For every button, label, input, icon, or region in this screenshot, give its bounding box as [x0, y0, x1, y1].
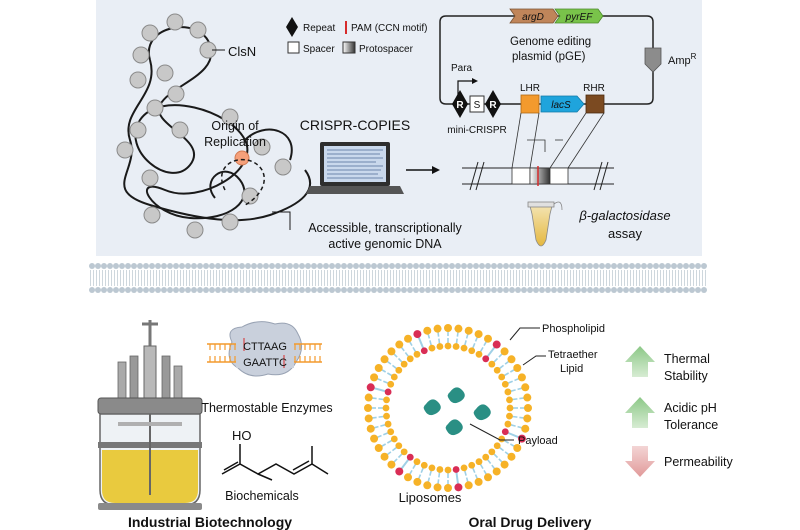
lhr-block	[520, 94, 540, 114]
top-panel-background	[96, 0, 702, 256]
industrial-section-title: Industrial Biotechnology	[128, 514, 292, 530]
drug-section-title: Oral Drug Delivery	[469, 514, 592, 530]
gene-argd-label: argD	[522, 12, 544, 23]
tube-icon	[527, 201, 563, 247]
tool-label: CRISPR-COPIES	[300, 117, 410, 133]
origin-label-line2: Replication	[204, 135, 266, 149]
payload-molecules	[423, 387, 491, 436]
promoter-label: Para	[451, 63, 473, 74]
spacer-box	[469, 95, 485, 113]
assay-label-line2: assay	[608, 226, 642, 241]
mini-crispr: R S R mini-CRISPR	[447, 90, 507, 136]
molecule-label-ho: HO	[232, 428, 252, 443]
thermal-stability-up-arrow-icon	[625, 346, 655, 377]
repeat-left-letter: R	[456, 100, 464, 111]
spacer-box-icon	[287, 41, 300, 54]
gene-label-clsn: ClsN	[228, 44, 256, 59]
benefit2-line2: Tolerance	[664, 418, 718, 432]
phospholipid-label: Phospholipid	[542, 323, 605, 335]
mini-crispr-label: mini-CRISPR	[447, 125, 506, 136]
gene-argd	[509, 8, 559, 24]
gene-pyref-label: pyrEF	[565, 12, 594, 23]
repeat-diamond-icon	[286, 17, 298, 37]
benefit1-line2: Stability	[664, 369, 709, 383]
accessible-dna-label-line1: Accessible, transcriptionally	[308, 221, 462, 235]
plasmid-title-line2: plasmid (pGE)	[512, 51, 586, 63]
legend-repeat: Repeat	[303, 23, 335, 34]
legend: Repeat PAM (CCN motif) Spacer Protospace…	[286, 17, 427, 55]
laptop-to-plasmid-arrow	[406, 166, 440, 174]
enzyme-top-sequence: CTTAAG	[243, 341, 287, 353]
lhr-label: LHR	[520, 83, 540, 94]
enzyme-icon	[207, 321, 322, 377]
protospacer-box-icon	[342, 41, 356, 54]
liposomes-label: Liposomes	[399, 490, 462, 505]
enzymes-label: Thermostable Enzymes	[201, 401, 332, 415]
ph-tolerance-up-arrow-icon	[625, 397, 655, 428]
laptop-icon	[306, 142, 404, 194]
payload-label: Payload	[518, 435, 558, 447]
benefit2-line1: Acidic pH	[664, 401, 717, 415]
benefit3-line1: Permeability	[664, 455, 734, 469]
origin-loop	[221, 159, 265, 206]
biochemicals-label: Biochemicals	[225, 489, 299, 503]
chromosome	[123, 26, 311, 222]
rhr-label: RHR	[583, 83, 605, 94]
permeability-down-arrow-icon	[625, 446, 655, 477]
promoter-arrow-icon	[457, 78, 478, 97]
lacs-label: lacS	[551, 100, 571, 111]
protospacer-target	[529, 167, 551, 185]
rhr-block	[585, 94, 605, 114]
amp-resistance-gene	[644, 47, 662, 73]
tetraether-label-line1: Tetraether	[548, 349, 598, 361]
legend-protospacer: Protospacer	[359, 44, 414, 55]
legend-pam: PAM (CCN motif)	[351, 23, 427, 34]
liposome	[364, 324, 532, 492]
spacer-letter: S	[474, 100, 481, 111]
repeat-diamond-right-icon	[485, 90, 501, 118]
benefit1-line1: Thermal	[664, 352, 710, 366]
lacs-gene	[540, 95, 585, 113]
genome-strand	[462, 161, 614, 191]
bioreactor-icon	[97, 320, 203, 510]
recombination-lines	[511, 112, 605, 169]
assay-label-line1: β-galactosidase	[578, 208, 670, 223]
chromosome-beads	[116, 13, 292, 239]
gene-pyref	[554, 8, 604, 24]
legend-spacer: Spacer	[303, 44, 335, 55]
callout-lines	[469, 327, 546, 441]
origin-label-line1: Origin of	[211, 119, 259, 133]
plasmid-title-line1: Genome editing	[510, 36, 591, 48]
origin-marker	[234, 150, 250, 166]
enzyme-bottom-sequence: GAATTC	[243, 357, 287, 369]
tetraether-label-line2: Lipid	[560, 363, 583, 375]
accessible-dna-pointer	[272, 211, 291, 230]
amp-label: AmpR	[668, 52, 697, 67]
membrane-divider	[89, 263, 707, 293]
molecule-structure	[221, 444, 329, 481]
accessible-dna-label-line2: active genomic DNA	[328, 237, 442, 251]
repeat-right-letter: R	[489, 100, 497, 111]
repeat-diamond-left-icon	[452, 90, 468, 118]
